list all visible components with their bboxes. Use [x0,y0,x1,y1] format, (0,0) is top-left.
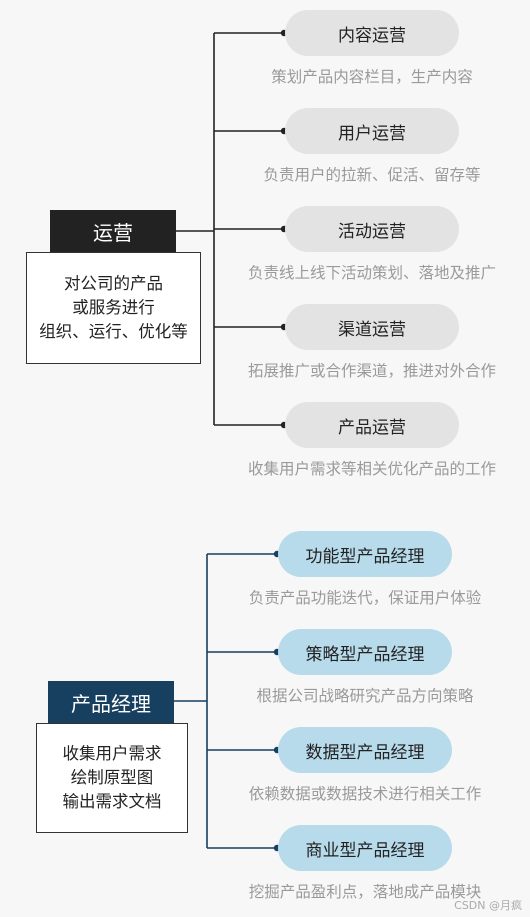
ops-desc-line: 或服务进行 [72,298,155,317]
pm-item-strategy: 策略型产品经理 [278,629,452,675]
ops-item-activity: 活动运营 [285,206,459,252]
ops-item-desc: 负责线上线下活动策划、落地及推广 [247,264,496,282]
ops-title: 运营 [50,210,176,252]
pm-item-data: 数据型产品经理 [278,727,452,773]
ops-item-desc: 收集用户需求等相关优化产品的工作 [247,460,496,478]
ops-connectors [176,32,284,426]
ops-desc-line: 对公司的产品 [64,274,163,293]
pm-item-desc: 挖掘产品盈利点，落地成产品模块 [248,883,482,901]
pm-item-desc: 依赖数据或数据技术进行相关工作 [248,785,482,803]
pm-item-desc: 根据公司战略研究产品方向策略 [256,687,474,705]
pm-connectors [174,553,277,849]
ops-item-desc: 负责用户的拉新、促活、留存等 [263,166,481,184]
pm-item-business: 商业型产品经理 [278,825,452,871]
pm-item-desc: 负责产品功能迭代，保证用户体验 [248,589,482,607]
ops-item-desc: 拓展推广或合作渠道，推进对外合作 [247,362,496,380]
watermark: CSDN @月疯 [454,899,522,912]
ops-item-content: 内容运营 [285,10,459,56]
pm-description-box: 收集用户需求 绘制原型图 输出需求文档 [36,723,188,833]
pm-title: 产品经理 [48,681,174,723]
pm-desc-line: 收集用户需求 [62,744,162,763]
ops-item-user: 用户运营 [285,108,459,154]
pm-desc-line: 绘制原型图 [70,768,154,787]
ops-item-channel: 渠道运营 [285,304,459,350]
pm-desc-line: 输出需求文档 [62,792,162,811]
pm-item-feature: 功能型产品经理 [278,531,452,577]
ops-description-box: 对公司的产品 或服务进行 组织、运行、优化等 [26,252,201,364]
ops-desc-line: 组织、运行、优化等 [39,322,188,341]
ops-item-product: 产品运营 [285,402,459,448]
ops-item-desc: 策划产品内容栏目，生产内容 [271,68,473,86]
